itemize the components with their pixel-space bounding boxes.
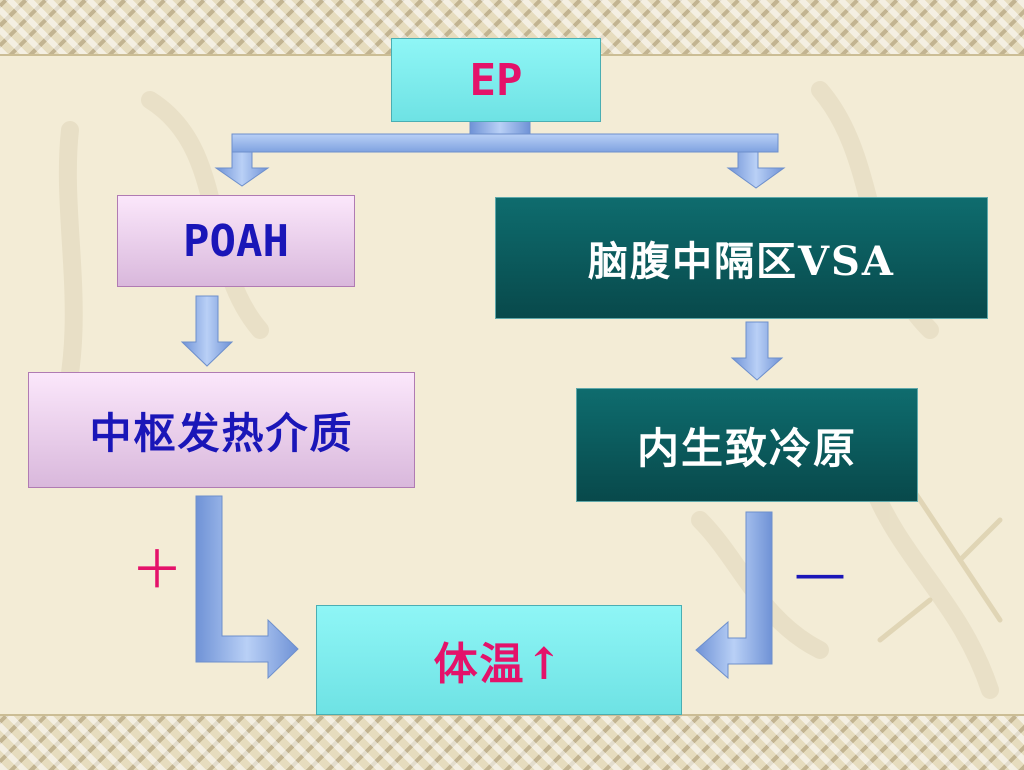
bottom-decorative-border (0, 714, 1024, 770)
node-ep-label: EP (469, 54, 523, 106)
edge-poah-to-mediator (180, 295, 234, 367)
top-decorative-border (0, 0, 1024, 56)
node-vsa-label: 脑腹中隔区VSA (588, 238, 895, 285)
node-vsa: 脑腹中隔区VSA (495, 197, 988, 319)
edge-mediator-to-temperature (195, 495, 299, 680)
edge-vsa-to-cryogen (730, 321, 784, 381)
edge-cryogen-to-temperature (695, 511, 773, 680)
node-ep: EP (391, 38, 601, 122)
node-poah-label: POAH (183, 215, 289, 267)
edge-label-positive: ＋ (131, 541, 184, 601)
node-body-temperature: 体温↑ (316, 605, 682, 715)
edge-ep-to-poah (214, 151, 270, 187)
edge-label-negative: — (794, 544, 846, 604)
node-poah: POAH (117, 195, 355, 287)
edge-ep-to-vsa (726, 151, 786, 189)
node-cryogen-label: 内生致冷原 (636, 423, 857, 473)
node-central-pyrogenic-mediator: 中枢发热介质 (28, 372, 415, 488)
node-mediator-label: 中枢发热介质 (89, 408, 354, 458)
node-temperature-label: 体温↑ (433, 639, 565, 690)
node-endogenous-cryogen: 内生致冷原 (576, 388, 918, 502)
edge-ep-bar (231, 133, 779, 153)
